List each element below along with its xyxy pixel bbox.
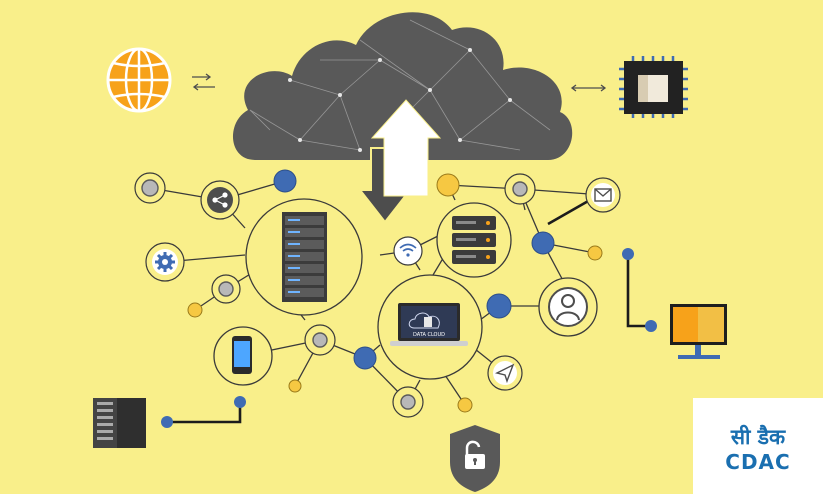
paper-plane-icon <box>494 363 515 384</box>
send-node <box>487 355 523 391</box>
processor-chip-icon <box>619 56 688 118</box>
envelope-icon <box>594 188 612 202</box>
cloud-shape <box>232 12 573 161</box>
bold-connector-lines <box>167 198 651 424</box>
blue-nodes <box>273 169 555 370</box>
settings-node <box>145 242 185 282</box>
laptop-screen-label: DATA CLOUD <box>413 332 445 338</box>
server-stack-hub <box>436 202 512 278</box>
laptop-data-cloud-hub: DATA CLOUD <box>377 274 483 380</box>
smartphone-hub <box>213 326 273 386</box>
wifi-node <box>393 236 423 266</box>
monitor-icon <box>622 248 727 359</box>
unlocked-shield-icon <box>450 425 500 492</box>
chip-sync-arrows-icon <box>570 84 607 92</box>
email-node <box>585 177 621 213</box>
logo-latin-text: CDAC <box>725 450 790 474</box>
yellow-nodes <box>187 173 603 413</box>
wifi-icon <box>399 243 417 252</box>
cdac-logo-mark: सी डैक CDAC <box>725 424 790 474</box>
globe-icon <box>106 47 172 113</box>
user-avatar-hub <box>538 277 598 337</box>
logo-hindi-text: सी डैक <box>730 424 786 449</box>
server-rack-hub <box>245 198 363 316</box>
share-icon <box>212 192 228 208</box>
server-tower-icon <box>93 396 246 448</box>
share-node <box>200 180 240 220</box>
grey-nodes <box>134 172 536 418</box>
globe-sync-arrows-icon <box>192 73 215 91</box>
upload-download-arrows <box>357 99 442 224</box>
gear-icon <box>155 252 175 272</box>
cdac-logo: सी डैक CDAC <box>693 398 823 494</box>
